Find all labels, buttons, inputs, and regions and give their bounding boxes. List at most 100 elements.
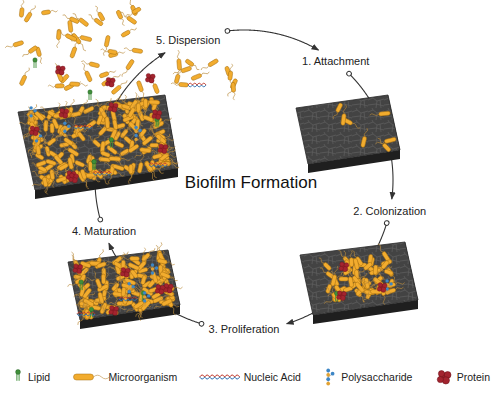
cell-body (121, 287, 126, 297)
flagellum (120, 79, 128, 87)
protein-lobe (69, 177, 73, 181)
microorganism (5, 40, 24, 49)
cell-body (179, 82, 189, 87)
cell-body (180, 66, 191, 73)
microorganism (121, 252, 126, 270)
cell-body (152, 153, 162, 159)
flagellum (159, 135, 163, 143)
cell-body (109, 156, 121, 161)
lipid-head (109, 137, 113, 141)
microorganism (78, 265, 91, 286)
protein-lobe (74, 264, 78, 268)
sugar-unit (151, 275, 154, 278)
cell-body (28, 45, 38, 54)
protein (59, 108, 69, 118)
flagellum (81, 110, 89, 114)
microorganism (104, 290, 123, 297)
cell-body (161, 298, 172, 306)
microorganism (135, 110, 141, 130)
flagellum (120, 18, 125, 26)
microorganism (200, 58, 219, 71)
flagellum (80, 83, 88, 86)
flagellum (88, 14, 96, 20)
flagellum (39, 56, 43, 64)
cell-body (77, 131, 86, 141)
legend-label: Nucleic Acid (244, 371, 301, 383)
protein (158, 144, 168, 154)
protein-lobe (55, 70, 59, 74)
flagellum (94, 301, 102, 304)
microorganism (129, 164, 133, 181)
cell-body (116, 10, 123, 20)
microorganism (98, 292, 107, 313)
sugar-unit (39, 134, 42, 137)
flagellum (149, 125, 156, 133)
flagellum (85, 301, 88, 309)
microorganism (191, 70, 210, 81)
protein-lobe (378, 283, 382, 287)
microorganism (153, 298, 172, 310)
microorganism (21, 45, 38, 58)
cell-body (141, 252, 151, 262)
cell-body (92, 139, 101, 148)
microorganism (70, 82, 88, 87)
cell-body (143, 99, 147, 108)
flagellum (360, 295, 366, 302)
protein (108, 103, 118, 113)
cell-body (384, 269, 394, 276)
flagellum (22, 51, 30, 57)
protein-lobe (437, 376, 443, 382)
flagellum (105, 107, 108, 117)
cell-body (191, 73, 202, 81)
protein (155, 285, 165, 295)
flagellum (77, 316, 84, 325)
flagellum (174, 286, 183, 290)
cell-body (74, 160, 85, 168)
flagellum (129, 27, 137, 33)
polysaccharide (128, 282, 135, 297)
flagellum (352, 123, 361, 129)
microorganism (63, 137, 80, 151)
flagellum (141, 91, 146, 100)
protein-lobe (340, 262, 344, 266)
strand (77, 314, 95, 316)
flagellum (48, 85, 55, 88)
microorganism (71, 33, 87, 52)
microorganism (104, 161, 125, 171)
protein (152, 110, 162, 120)
flagellum (72, 259, 81, 264)
protein (120, 267, 130, 277)
cell-body (24, 12, 33, 23)
microorganism (48, 84, 64, 89)
nucleic-acid (119, 297, 137, 301)
cell-body (80, 35, 92, 42)
cell-body (139, 147, 151, 153)
microorganism (26, 106, 35, 124)
microorganism (111, 79, 129, 95)
protein-lobe (109, 103, 113, 107)
polysaccharide (29, 106, 36, 121)
sugar-unit (63, 122, 66, 125)
strand (188, 85, 206, 87)
microorganism (149, 76, 159, 94)
sugar-unit (134, 126, 137, 129)
legend-label: Microorganism (109, 371, 178, 383)
stage-label: 3. Proliferation (206, 322, 283, 337)
protein-lobe (159, 144, 163, 148)
microorganism (166, 296, 178, 315)
flagellum (134, 152, 142, 159)
sugar-unit (128, 286, 131, 289)
cell-body (373, 265, 378, 275)
microorganism (96, 259, 114, 269)
cell-body (126, 15, 137, 24)
flagellum (324, 299, 333, 305)
cell-body (74, 263, 82, 275)
flagellum (24, 67, 30, 76)
flagellum (64, 101, 68, 109)
microorganism (71, 12, 89, 27)
cell-body (150, 143, 159, 147)
flagellum (117, 172, 125, 177)
flagellum (369, 283, 376, 290)
cell-body (128, 144, 140, 154)
cell-body (67, 157, 73, 169)
